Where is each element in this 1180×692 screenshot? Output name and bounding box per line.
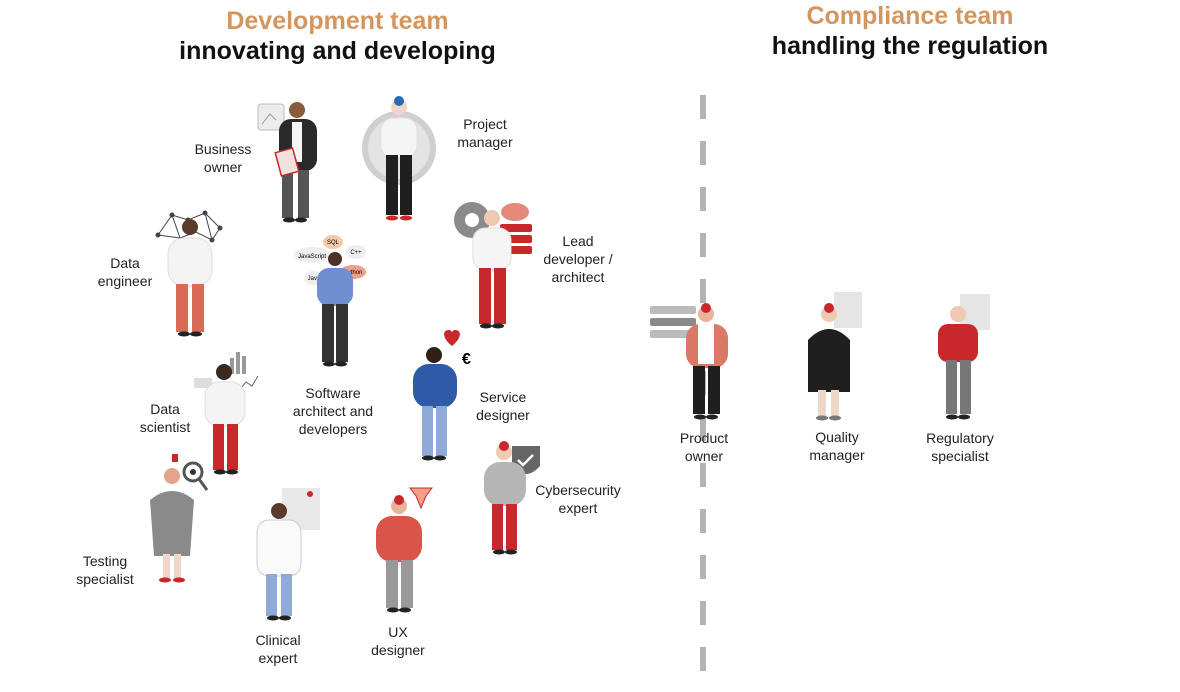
role-label-data-scientist: Data scientist xyxy=(125,400,205,436)
role-label-ux-designer: UX designer xyxy=(358,623,438,659)
diamond-icon xyxy=(410,488,432,508)
data-engineer-figure xyxy=(156,211,222,337)
cloud-icon xyxy=(501,203,529,221)
document-icon xyxy=(834,292,862,328)
euro-icon: € xyxy=(462,351,471,368)
product-owner-figure xyxy=(650,303,728,420)
regulatory-specialist-figure xyxy=(938,294,990,420)
role-label-testing-specialist: Testing specialist xyxy=(65,552,145,588)
lead-developer-figure xyxy=(454,202,532,329)
quality-manager-figure xyxy=(808,292,862,421)
code-bubble-sql: SQL xyxy=(327,240,340,246)
software-architect-figure: JavaScript SQL C++ Java Python xyxy=(294,235,366,367)
role-label-service-designer: Service designer xyxy=(462,388,544,424)
ux-designer-figure xyxy=(376,488,432,613)
magnifier-icon xyxy=(184,463,207,490)
role-label-regulatory-specialist: Regulatory specialist xyxy=(914,429,1006,465)
heart-icon xyxy=(444,330,460,346)
role-label-business-owner: Business owner xyxy=(180,140,266,176)
testing-specialist-figure xyxy=(150,454,207,583)
code-bubble-cpp: C++ xyxy=(350,250,362,256)
role-label-software-architect: Software architect and developers xyxy=(282,384,384,438)
business-owner-figure xyxy=(258,102,317,223)
role-label-cybersecurity-expert: Cybersecurity expert xyxy=(528,481,628,517)
role-label-project-manager: Project manager xyxy=(440,115,530,151)
role-label-quality-manager: Quality manager xyxy=(796,428,878,464)
role-label-product-owner: Product owner xyxy=(664,429,744,465)
code-bubble-javascript: JavaScript xyxy=(298,254,326,260)
clinical-expert-figure xyxy=(257,488,320,621)
role-label-clinical-expert: Clinical expert xyxy=(238,631,318,667)
project-manager-figure xyxy=(365,96,433,221)
role-label-data-engineer: Data engineer xyxy=(85,254,165,290)
role-label-lead-developer: Lead developer / architect xyxy=(532,232,624,286)
